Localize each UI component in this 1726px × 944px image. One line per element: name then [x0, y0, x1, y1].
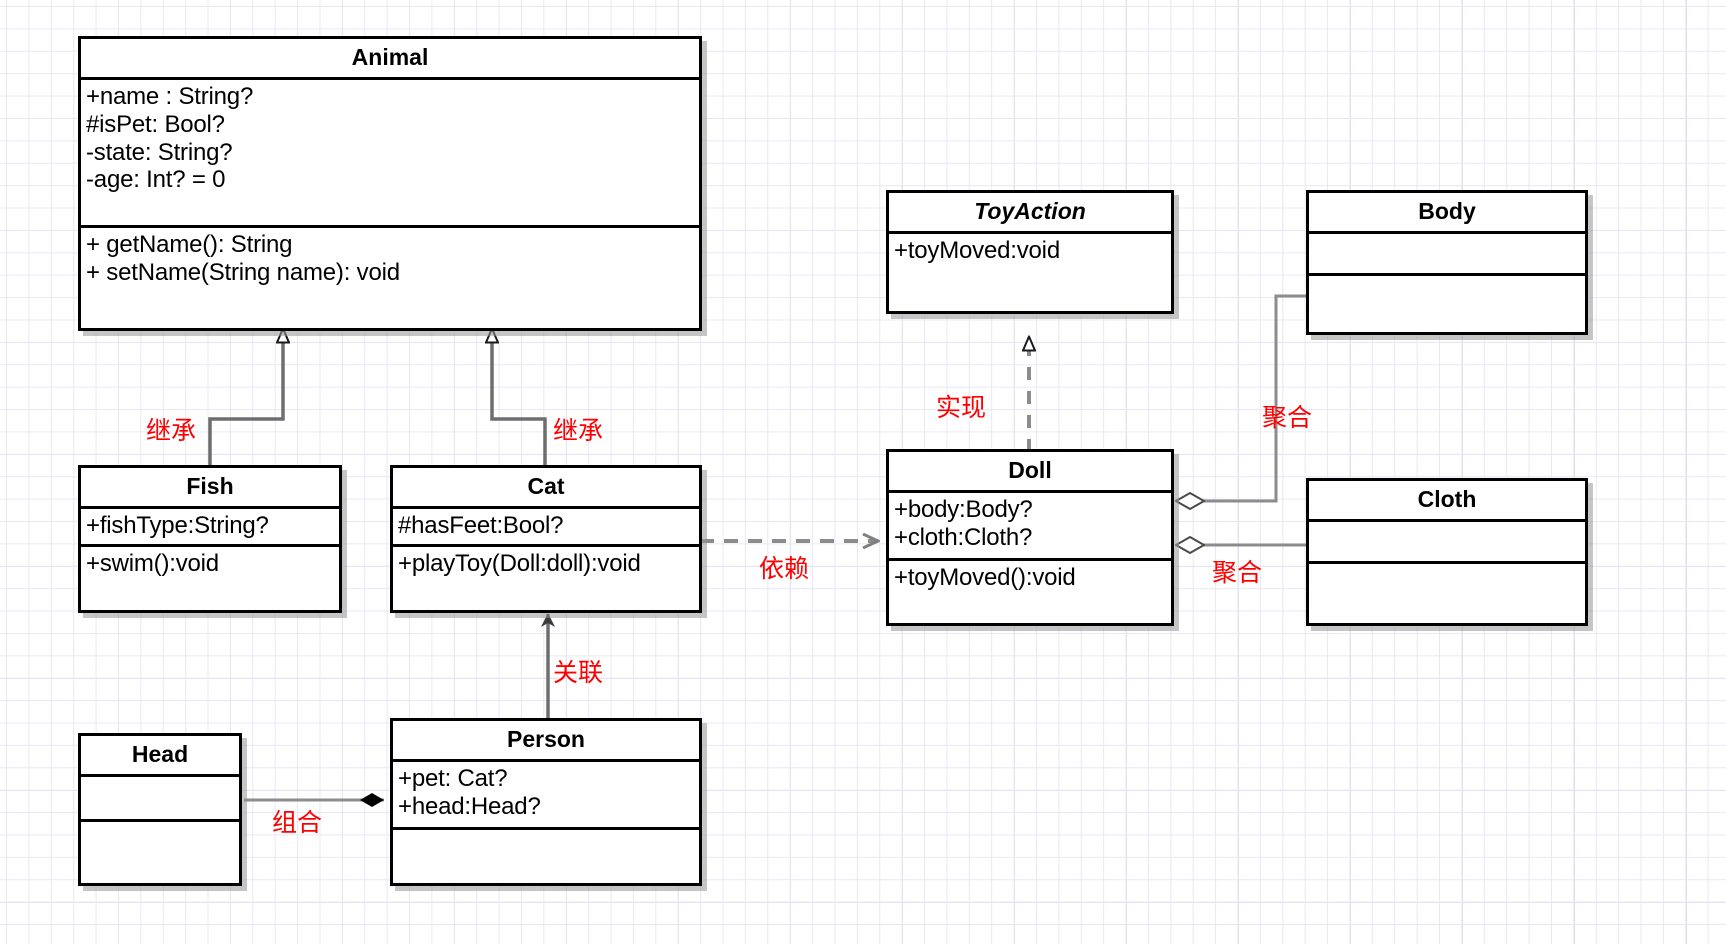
class-title-cat: Cat: [393, 468, 699, 509]
attribute-row: +toyMoved:void: [894, 237, 1060, 264]
class-box-doll[interactable]: Doll +body:Body? +cloth:Cloth? +toyMoved…: [886, 449, 1174, 626]
attribute-row: +body:Body?: [894, 496, 1033, 523]
relation-label-doll-cloth: 聚合: [1212, 558, 1263, 587]
attribute-row: -age: Int? = 0: [86, 166, 226, 194]
class-box-body[interactable]: Body: [1306, 190, 1588, 335]
class-title-doll: Doll: [889, 452, 1171, 493]
relation-label-head-person: 组合: [272, 808, 323, 837]
relation-label-fish-animal: 继承: [146, 416, 197, 445]
relation-label-cat-doll: 依赖: [759, 554, 810, 583]
attribute-row: #hasFeet:Bool?: [398, 512, 564, 539]
class-attributes-doll: +body:Body? +cloth:Cloth?: [889, 493, 1171, 561]
relation-fish-animal: [208, 329, 283, 465]
class-methods-fish: +swim():void: [81, 547, 339, 582]
relation-doll-body: [1176, 294, 1306, 501]
class-attributes-cloth: [1309, 522, 1585, 564]
class-attributes-fish: +fishType:String?: [81, 509, 339, 547]
class-title-person: Person: [393, 721, 699, 762]
class-box-animal[interactable]: Animal +name : String? #isPet: Bool? -st…: [78, 36, 702, 331]
class-attributes-body: [1309, 234, 1585, 276]
class-box-fish[interactable]: Fish +fishType:String? +swim():void: [78, 465, 342, 613]
relation-label-person-cat: 关联: [553, 658, 604, 687]
class-title-cloth: Cloth: [1309, 481, 1585, 522]
class-title-toyaction: ToyAction: [889, 193, 1171, 234]
method-row: + setName(String name): void: [86, 258, 400, 286]
method-row: + getName(): String: [86, 231, 293, 258]
relation-label-doll-toyaction: 实现: [936, 393, 987, 422]
class-title-head: Head: [81, 736, 239, 777]
class-attributes-person: +pet: Cat? +head:Head?: [393, 762, 699, 830]
relation-label-cat-animal: 继承: [553, 416, 604, 445]
class-methods-cloth: [1309, 564, 1585, 571]
attribute-row: #isPet: Bool?: [86, 110, 225, 138]
class-box-cat[interactable]: Cat #hasFeet:Bool? +playToy(Doll:doll):v…: [390, 465, 702, 613]
class-box-cloth[interactable]: Cloth: [1306, 478, 1588, 626]
attribute-row: +cloth:Cloth?: [894, 523, 1033, 551]
class-methods-doll: +toyMoved():void: [889, 561, 1171, 596]
relation-label-doll-body: 聚合: [1262, 403, 1313, 432]
attribute-row: -state: String?: [86, 138, 233, 166]
attribute-row: +head:Head?: [398, 792, 541, 820]
class-methods-person: [393, 830, 699, 837]
method-row: +toyMoved():void: [894, 564, 1076, 591]
attribute-row: +fishType:String?: [86, 512, 269, 539]
method-row: +swim():void: [86, 550, 219, 577]
attribute-row: +name : String?: [86, 83, 254, 110]
method-row: +playToy(Doll:doll):void: [398, 550, 641, 577]
relation-cat-animal: [492, 329, 547, 465]
class-title-body: Body: [1309, 193, 1585, 234]
class-box-person[interactable]: Person +pet: Cat? +head:Head?: [390, 718, 702, 886]
class-methods-head: [81, 822, 239, 829]
class-box-head[interactable]: Head: [78, 733, 242, 886]
class-attributes-cat: #hasFeet:Bool?: [393, 509, 699, 547]
class-attributes-animal: +name : String? #isPet: Bool? -state: St…: [81, 80, 699, 228]
class-attributes-head: [81, 777, 239, 822]
class-methods-animal: + getName(): String + setName(String nam…: [81, 228, 699, 291]
class-methods-cat: +playToy(Doll:doll):void: [393, 547, 699, 582]
class-box-toyaction[interactable]: ToyAction +toyMoved:void: [886, 190, 1174, 314]
class-methods-body: [1309, 276, 1585, 283]
class-attributes-toyaction: +toyMoved:void: [889, 234, 1171, 269]
class-title-fish: Fish: [81, 468, 339, 509]
class-title-animal: Animal: [81, 39, 699, 80]
attribute-row: +pet: Cat?: [398, 765, 508, 792]
